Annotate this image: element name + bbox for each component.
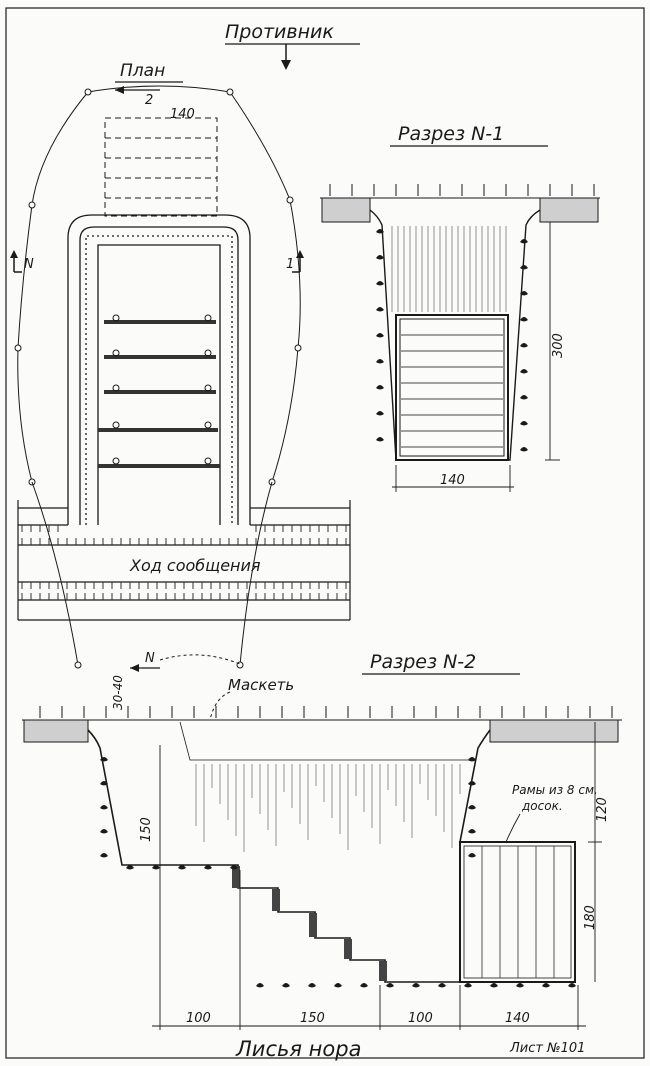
cut-1-marker: 1 (286, 250, 304, 273)
mask-curve (159, 654, 241, 665)
s1-width-dim: 140 (440, 473, 465, 488)
s2-step-b-dim: 150 (300, 1011, 325, 1026)
plan-chamber (104, 117, 218, 217)
s1-depth-dim: 300 (551, 333, 566, 358)
section-2-drawing (22, 719, 622, 983)
cut-2-label: 2 (145, 93, 153, 108)
boards-label: досок. (521, 799, 563, 813)
s2-depth1-dim: 150 (139, 817, 154, 842)
plan-label: План (120, 61, 165, 81)
sheet-border (5, 7, 645, 1059)
plan-trench-walls (67, 214, 251, 525)
section-2-soil-marks (100, 757, 576, 988)
drawing-title: Лисья нора (235, 1037, 361, 1061)
plan-excavation-outline (14, 85, 302, 669)
frames-leader (505, 813, 521, 843)
s2-roof-dim: 120 (595, 797, 610, 822)
plan-steps (98, 314, 220, 468)
section-2-backfill (195, 764, 461, 852)
section-2-dimensions (152, 722, 602, 1030)
section-1-label: Разрез N-1 (398, 123, 504, 145)
section-1-ground-marks (329, 184, 595, 196)
section-2-ground-marks (39, 706, 613, 718)
section-1-dimensions (392, 222, 560, 492)
mask-label: Маскеть (228, 676, 294, 694)
cut-n-bottom-label: N (145, 651, 155, 666)
section-1-drawing (320, 197, 600, 461)
s2-frame-dim: 180 (583, 905, 598, 930)
section-1-backfill (391, 226, 507, 312)
cut-2-marker: 2 (115, 86, 160, 108)
sheet-number: Лист №101 (509, 1041, 585, 1056)
section-2-frames (481, 846, 555, 978)
enemy-arrow-head (281, 60, 291, 70)
section-1-boards (401, 334, 503, 448)
cut-n-bottom-marker: N (130, 651, 160, 672)
cut-n-left-label: N (24, 257, 34, 272)
section-1-soil-marks (376, 229, 528, 452)
s2-step-c-dim: 100 (408, 1011, 433, 1026)
s2-step-d-dim: 140 (505, 1011, 530, 1026)
mask-leader (209, 691, 231, 721)
communication-trench (17, 500, 351, 621)
s2-step-a-dim: 100 (186, 1011, 211, 1026)
plan-width-dim: 140 (170, 107, 195, 122)
enemy-label: Противник (225, 21, 334, 43)
section-2-step-boards (232, 866, 387, 981)
section-2-label: Разрез N-2 (370, 651, 476, 673)
frames-label: Рамы из 8 см. (512, 783, 598, 797)
trench-label: Ход сообщения (129, 556, 261, 575)
cut-1-label: 1 (286, 257, 294, 272)
cut-n-left-marker: N (10, 250, 34, 273)
trench-hatching (21, 525, 347, 600)
s2-cover-dim: 30-40 (111, 675, 125, 710)
